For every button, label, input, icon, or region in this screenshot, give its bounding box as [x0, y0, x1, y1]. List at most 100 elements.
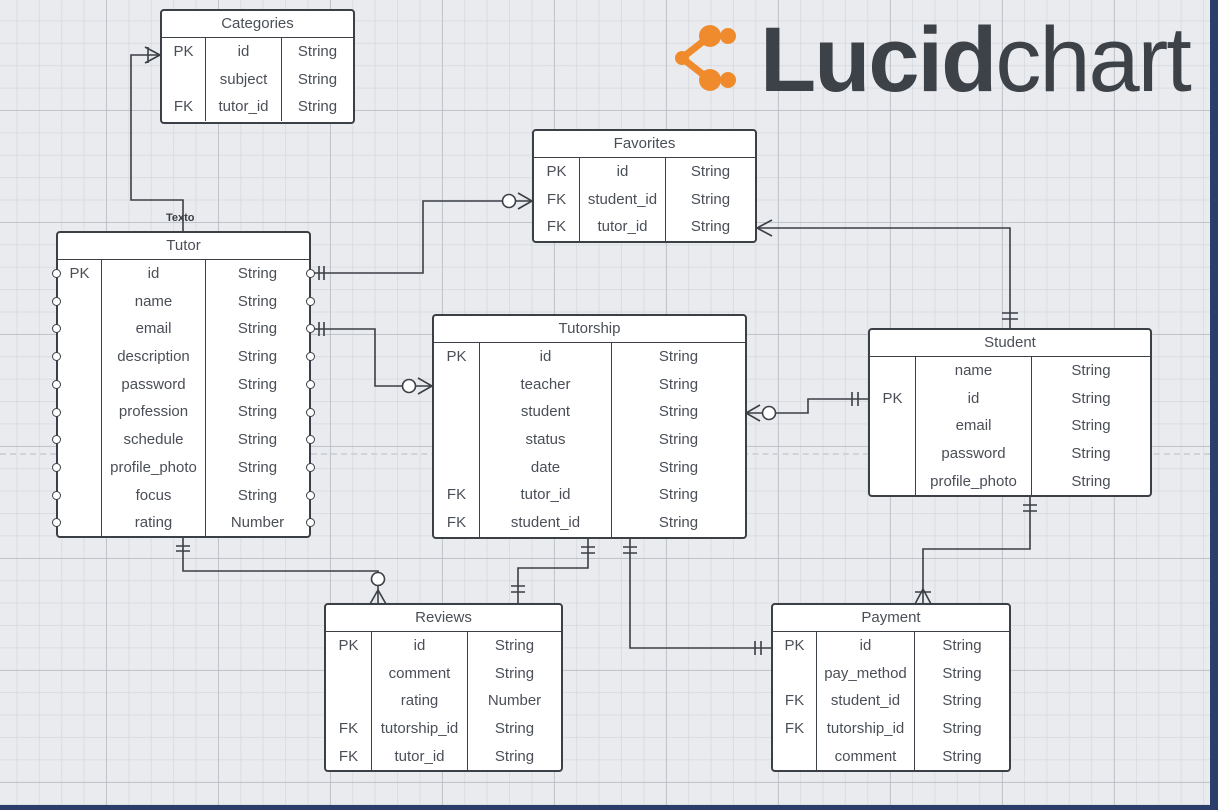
- field-key: FK: [534, 213, 580, 242]
- lucidchart-wordmark: Lucidchart: [760, 8, 1192, 113]
- crowfoot-payment: [914, 587, 932, 605]
- field-key: FK: [534, 185, 580, 214]
- lucidchart-mark-icon: [675, 25, 736, 91]
- field-type: String: [494, 637, 535, 654]
- field-type: String: [658, 403, 699, 421]
- field-type: String: [658, 375, 699, 393]
- entity-title: Favorites: [534, 131, 755, 158]
- entity-title: Payment: [773, 605, 1009, 632]
- bar-tutorship-bottom-left: [581, 546, 595, 554]
- tutor-edge-handle[interactable]: [52, 379, 61, 389]
- field-name: tutor_id: [580, 213, 666, 242]
- tutor-edge-handle[interactable]: [306, 462, 315, 472]
- field-name: tutor_id: [372, 742, 468, 771]
- field-name: id: [206, 38, 282, 66]
- field-type: String: [297, 98, 338, 116]
- field-type: String: [1071, 417, 1111, 435]
- entity-title: Tutorship: [434, 316, 745, 343]
- tutor-text-label: Texto: [166, 212, 195, 224]
- field-type: Number: [487, 692, 542, 710]
- field-name: comment: [372, 659, 468, 688]
- bar-payment-left: [754, 641, 762, 655]
- tutor-edge-handle[interactable]: [306, 490, 315, 500]
- circle-reviews: [370, 571, 386, 587]
- tutor-edge-handle[interactable]: [306, 352, 315, 362]
- field-key: PK: [870, 384, 916, 413]
- field-key: PK: [434, 343, 480, 371]
- field-name: description: [102, 343, 206, 371]
- field-type: String: [297, 43, 338, 60]
- field-type: String: [942, 720, 982, 738]
- crowfoot-reviews: [369, 588, 387, 605]
- field-key: [870, 467, 916, 496]
- tutor-edge-handle[interactable]: [52, 352, 61, 362]
- field-type: String: [237, 348, 278, 366]
- field-name: subject: [206, 65, 282, 94]
- tutor-edge-handle[interactable]: [52, 269, 61, 278]
- tutor-edge-handle[interactable]: [306, 324, 315, 334]
- field-key: FK: [162, 93, 206, 122]
- circle-favorites: [501, 193, 517, 209]
- tutor-edge-handle[interactable]: [52, 462, 61, 472]
- bar-tutor-email: [318, 322, 325, 336]
- field-key: [162, 65, 206, 94]
- field-key: [326, 659, 372, 688]
- tutor-edge-handle[interactable]: [306, 269, 315, 278]
- tutor-edge-handle[interactable]: [306, 379, 315, 389]
- field-type: String: [237, 320, 278, 338]
- brand-bold: Lucid: [760, 9, 997, 111]
- field-name: tutorship_id: [817, 715, 915, 743]
- tutor-edge-handle[interactable]: [52, 324, 61, 334]
- circle-tutorship-right: [761, 405, 777, 421]
- field-name: id: [580, 158, 666, 186]
- tutor-edge-handle[interactable]: [52, 435, 61, 445]
- tutor-edge-handle[interactable]: [52, 490, 61, 500]
- field-name: name: [916, 357, 1032, 385]
- field-type: String: [690, 163, 731, 180]
- bar-student-top: [1002, 312, 1018, 320]
- field-key: FK: [773, 715, 817, 743]
- field-name: date: [480, 453, 612, 482]
- tutor-edge-handle[interactable]: [306, 407, 315, 417]
- tutor-edge-handle[interactable]: [306, 296, 315, 306]
- connector-tutorship-student: [746, 398, 868, 414]
- tutor-edge-handle[interactable]: [52, 518, 61, 528]
- field-type: String: [1071, 362, 1111, 379]
- field-name: id: [817, 632, 915, 660]
- field-name: profile_photo: [916, 467, 1032, 496]
- field-key: PK: [534, 158, 580, 186]
- field-type: String: [494, 720, 535, 738]
- field-key: [58, 315, 102, 344]
- lucidchart-logo: Lucidchart: [660, 9, 1200, 111]
- tutor-edge-handle[interactable]: [306, 518, 315, 528]
- field-name: pay_method: [817, 659, 915, 688]
- field-key: PK: [58, 260, 102, 288]
- tutor-edge-handle[interactable]: [306, 435, 315, 445]
- tutor-edge-handle[interactable]: [52, 407, 61, 417]
- field-type: String: [1071, 445, 1111, 463]
- field-name: student: [480, 398, 612, 427]
- field-type: String: [690, 190, 731, 208]
- field-key: [58, 481, 102, 510]
- field-type: String: [690, 218, 731, 236]
- field-type: String: [237, 486, 278, 504]
- field-key: [58, 287, 102, 316]
- field-name: profile_photo: [102, 453, 206, 482]
- window-frame-bottom: [0, 805, 1218, 810]
- tutor-edge-handle[interactable]: [52, 296, 61, 306]
- field-key: [773, 659, 817, 688]
- field-key: [434, 453, 480, 482]
- field-type: String: [237, 431, 278, 449]
